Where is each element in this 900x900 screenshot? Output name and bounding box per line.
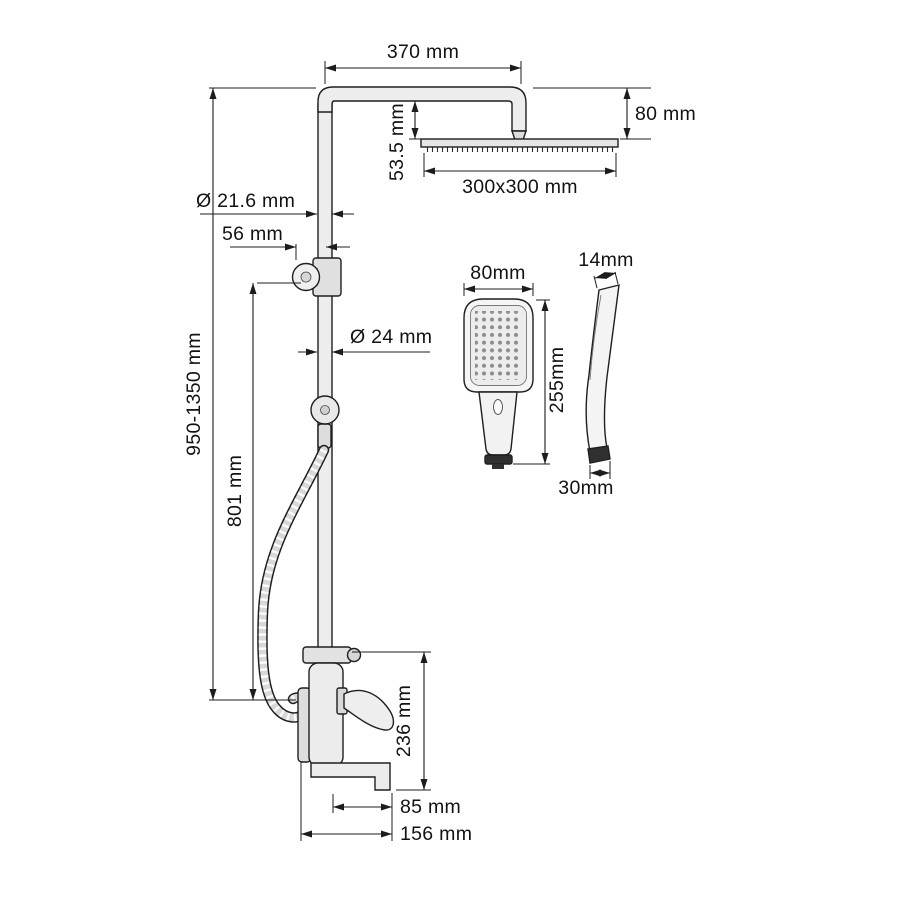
dim-label-head-height: 80 mm <box>635 103 696 125</box>
dim-label-mixer-depth: 156 mm <box>400 823 472 845</box>
dim-label-arm-reach: 370 mm <box>387 41 459 63</box>
spray-nozzles <box>423 147 616 152</box>
dim-label-slider-diameter: Ø 24 mm <box>350 326 432 348</box>
dim-label-arm-to-head: 53.5 mm <box>386 103 408 181</box>
mode-button <box>493 399 503 415</box>
spout <box>310 762 391 791</box>
dim-arm-reach: 370 mm <box>324 41 522 84</box>
dim-label-handshower-width: 80mm <box>470 262 525 284</box>
mixer-lever <box>343 689 395 731</box>
hose-nipple <box>492 464 504 469</box>
diverter-tee <box>302 646 352 664</box>
dim-handshower-width: 80mm <box>463 262 534 296</box>
dim-slider-diameter: Ø 24 mm <box>298 326 432 356</box>
dim-label-column-height: 950-1350 mm <box>183 332 205 456</box>
dim-label-lower-column: 801 mm <box>224 455 246 527</box>
hand-shower-side-view <box>585 284 620 464</box>
dim-column-height: 950-1350 mm <box>183 87 316 701</box>
dim-arm-to-head: 53.5 mm <box>386 101 421 181</box>
dim-label-pipe-diameter: Ø 21.6 mm <box>196 190 295 212</box>
dim-label-handshower-base: 30mm <box>558 477 613 499</box>
slider-holder-group <box>310 395 340 449</box>
dim-label-handshower-length: 255mm <box>546 347 568 414</box>
dim-handshower-length: 255mm <box>513 299 568 465</box>
profile-cap <box>587 445 611 464</box>
dim-label-head-size: 300x300 mm <box>462 176 578 198</box>
dim-head-size: 300x300 mm <box>423 153 617 198</box>
diverter-knob <box>346 647 362 663</box>
spray-face-nozzles <box>475 311 522 380</box>
rain-shower-head-group <box>420 138 619 152</box>
dim-label-handshower-depth: 14mm <box>578 249 633 271</box>
dim-label-mixer-height: 236 mm <box>393 685 415 757</box>
mixer-group <box>297 646 395 791</box>
dim-bracket-offset: 56 mm <box>222 223 350 260</box>
hand-shower-profile <box>585 284 620 453</box>
hand-shower-front-view <box>463 298 534 469</box>
dim-handshower-depth: 14mm <box>578 249 633 289</box>
wall-bracket-group <box>291 257 342 297</box>
dim-head-height: 80 mm <box>533 87 696 140</box>
dim-mixer-height: 236 mm <box>352 651 431 791</box>
dim-handshower-base: 30mm <box>558 461 613 499</box>
dim-mixer-depth: 156 mm <box>301 823 472 845</box>
dimension-annotations: 370 mm 80 mm 53.5 mm 300x300 mm Ø 21.6 m… <box>183 41 696 845</box>
dim-spout-reach: 85 mm <box>300 762 461 841</box>
face-edge-line <box>589 294 602 381</box>
dim-label-bracket-offset: 56 mm <box>222 223 283 245</box>
handle-cap <box>484 454 513 465</box>
shower-arm-group <box>317 86 527 141</box>
dim-label-spout-reach: 85 mm <box>400 796 461 818</box>
dim-lower-column: 801 mm <box>224 282 301 700</box>
dim-pipe-diameter: Ø 21.6 mm <box>196 190 354 218</box>
